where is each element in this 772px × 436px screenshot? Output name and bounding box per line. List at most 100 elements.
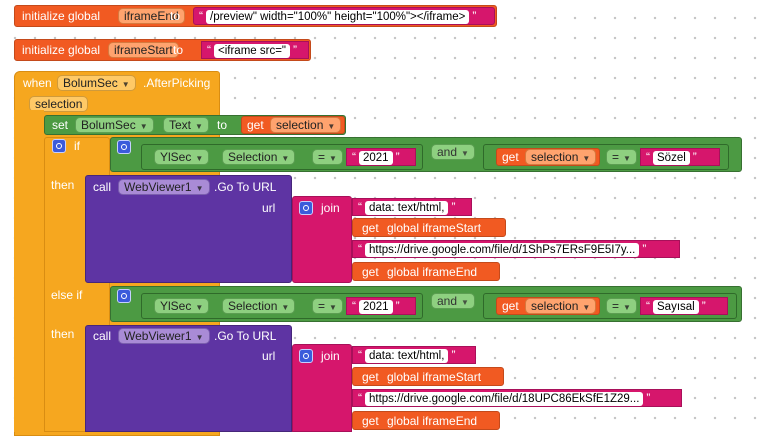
get-label: get bbox=[362, 221, 379, 235]
var-name: selection bbox=[276, 118, 324, 132]
get-label: get bbox=[502, 150, 519, 164]
mutator-gear-icon[interactable] bbox=[117, 140, 131, 154]
mutator-gear-icon[interactable] bbox=[117, 289, 131, 303]
text-value[interactable]: data: text/html, bbox=[365, 349, 449, 363]
chevron-down-icon: ▼ bbox=[195, 333, 204, 342]
get-global-iframeStart-block[interactable]: get global iframeStart bbox=[352, 218, 506, 237]
operator: and bbox=[437, 294, 458, 308]
init-global-iframeStart-block[interactable]: initialize global iframeStart to “<ifram… bbox=[14, 39, 311, 61]
mutator-gear-icon[interactable] bbox=[299, 349, 313, 363]
text-block-sozel[interactable]: “Sözel” bbox=[640, 148, 720, 166]
text-value[interactable]: Sayısal bbox=[653, 300, 699, 314]
param-selection[interactable]: selection bbox=[29, 96, 89, 112]
set-BolumSec-Text-block[interactable]: set BolumSec▼ Text▼ to get selection▼ bbox=[44, 115, 346, 135]
join-block-2[interactable]: join bbox=[292, 344, 352, 432]
var-name: global iframeStart bbox=[387, 221, 482, 235]
text-value[interactable]: 2021 bbox=[359, 300, 393, 314]
operator-dropdown-eq[interactable]: =▼ bbox=[312, 149, 343, 165]
text-value[interactable]: https://drive.google.com/file/d/18UPC86E… bbox=[365, 392, 644, 406]
property-name: Selection bbox=[228, 299, 278, 313]
operator-dropdown-eq[interactable]: =▼ bbox=[312, 298, 343, 314]
var-name: selection bbox=[531, 150, 579, 164]
mutator-gear-icon[interactable] bbox=[299, 201, 313, 215]
if-label: if bbox=[74, 139, 80, 153]
component-dropdown-BolumSec[interactable]: BolumSec▼ bbox=[75, 117, 154, 133]
text-value[interactable]: 2021 bbox=[359, 151, 393, 165]
operator-dropdown-and[interactable]: and▼ bbox=[431, 144, 475, 160]
text-block-sayisal[interactable]: “Sayısal” bbox=[640, 297, 728, 315]
component-name: YlSec bbox=[160, 150, 192, 164]
compare-block-selection[interactable]: get selection▼ =▼ “Sayısal” bbox=[483, 293, 737, 319]
call-label: call bbox=[93, 329, 112, 343]
text-block-data-html[interactable]: “data: text/html,” bbox=[352, 198, 472, 216]
text-value[interactable]: https://drive.google.com/file/d/1ShPs7ER… bbox=[365, 243, 640, 257]
compare-block-year[interactable]: YlSec▼ Selection▼ =▼ “2021” bbox=[141, 293, 423, 319]
var-name-iframeEnd[interactable]: iframeEnd bbox=[118, 8, 185, 24]
chevron-down-icon: ▼ bbox=[195, 184, 204, 193]
get-selection-block[interactable]: get selection▼ bbox=[496, 148, 600, 166]
chevron-down-icon: ▼ bbox=[121, 80, 130, 89]
url-label: url bbox=[262, 349, 276, 363]
text-block-drive-url-2[interactable]: “https://drive.google.com/file/d/18UPC86… bbox=[352, 389, 682, 407]
chevron-down-icon: ▼ bbox=[195, 122, 203, 131]
var-dropdown-selection[interactable]: selection▼ bbox=[525, 149, 597, 165]
text-value[interactable]: /preview" width="100%" height="100%"></i… bbox=[206, 10, 470, 24]
component-dropdown-YlSec[interactable]: YlSec▼ bbox=[154, 298, 210, 314]
get-label: get bbox=[362, 265, 379, 279]
then-label-2: then bbox=[51, 327, 75, 341]
get-global-iframeEnd-block[interactable]: get global iframeEnd bbox=[352, 411, 500, 430]
get-label: get bbox=[362, 414, 379, 428]
join-block-1[interactable]: join bbox=[292, 196, 352, 283]
join-label: join bbox=[321, 349, 340, 363]
call-label: call bbox=[93, 180, 112, 194]
when-label: when bbox=[23, 76, 52, 90]
get-selection-block[interactable]: get selection▼ bbox=[496, 297, 600, 315]
text-block-data-html[interactable]: “data: text/html,” bbox=[352, 346, 476, 364]
var-name: global iframeEnd bbox=[387, 414, 478, 428]
text-value[interactable]: <iframe src=" bbox=[214, 44, 290, 58]
compare-block-year[interactable]: YlSec▼ Selection▼ =▼ “2021” bbox=[141, 144, 423, 170]
and-block-1[interactable]: YlSec▼ Selection▼ =▼ “2021” and▼ get sel… bbox=[110, 137, 742, 172]
text-block-drive-url-1[interactable]: “https://drive.google.com/file/d/1ShPs7E… bbox=[352, 240, 680, 258]
operator-dropdown-eq[interactable]: =▼ bbox=[606, 149, 637, 165]
call-WebViewer1-GoToUrl-1[interactable]: call WebViewer1▼ .Go To URL url bbox=[85, 175, 292, 283]
component-dropdown-YlSec[interactable]: YlSec▼ bbox=[154, 149, 210, 165]
property-dropdown-Selection[interactable]: Selection▼ bbox=[222, 298, 296, 314]
text-block-iframeEnd[interactable]: “/preview" width="100%" height="100%"></… bbox=[193, 7, 495, 25]
component-dropdown-WebViewer1[interactable]: WebViewer1▼ bbox=[118, 179, 210, 195]
chevron-down-icon: ▼ bbox=[623, 154, 631, 163]
chevron-down-icon: ▼ bbox=[461, 149, 469, 158]
chevron-down-icon: ▼ bbox=[281, 303, 290, 312]
method-name: .Go To URL bbox=[214, 180, 277, 194]
component-dropdown-WebViewer1[interactable]: WebViewer1▼ bbox=[118, 328, 210, 344]
get-global-iframeStart-block[interactable]: get global iframeStart bbox=[352, 367, 504, 386]
get-global-iframeEnd-block[interactable]: get global iframeEnd bbox=[352, 262, 500, 281]
mutator-gear-icon[interactable] bbox=[52, 139, 66, 153]
chevron-down-icon: ▼ bbox=[582, 303, 591, 312]
chevron-down-icon: ▼ bbox=[582, 154, 591, 163]
and-block-2[interactable]: YlSec▼ Selection▼ =▼ “2021” and▼ get sel… bbox=[110, 286, 742, 322]
url-label: url bbox=[262, 201, 276, 215]
to-label: to bbox=[170, 9, 181, 23]
call-WebViewer1-GoToUrl-2[interactable]: call WebViewer1▼ .Go To URL url bbox=[85, 325, 292, 432]
var-name-iframeStart[interactable]: iframeStart bbox=[108, 42, 179, 58]
text-value[interactable]: data: text/html, bbox=[365, 201, 449, 215]
operator-dropdown-and[interactable]: and▼ bbox=[431, 293, 475, 309]
text-block-iframeStart[interactable]: “<iframe src="” bbox=[201, 41, 309, 59]
text-block-year[interactable]: “2021” bbox=[346, 148, 416, 166]
var-dropdown-selection[interactable]: selection▼ bbox=[525, 298, 597, 314]
property-dropdown-Selection[interactable]: Selection▼ bbox=[222, 149, 296, 165]
text-value[interactable]: Sözel bbox=[653, 151, 690, 165]
var-name: global iframeStart bbox=[387, 370, 482, 384]
set-label: set bbox=[52, 118, 69, 132]
event-name: .AfterPicking bbox=[143, 76, 211, 90]
var-dropdown-selection[interactable]: selection▼ bbox=[270, 117, 342, 133]
init-global-iframeEnd-block[interactable]: initialize global iframeEnd to “/preview… bbox=[14, 5, 497, 27]
text-block-year[interactable]: “2021” bbox=[346, 297, 416, 315]
property-name: Selection bbox=[228, 150, 278, 164]
property-dropdown-Text[interactable]: Text▼ bbox=[163, 117, 209, 133]
get-selection-block[interactable]: get selection▼ bbox=[241, 116, 345, 134]
operator-dropdown-eq[interactable]: =▼ bbox=[606, 298, 637, 314]
component-dropdown-BolumSec[interactable]: BolumSec▼ bbox=[57, 75, 136, 91]
compare-block-selection[interactable]: get selection▼ =▼ “Sözel” bbox=[483, 144, 729, 170]
